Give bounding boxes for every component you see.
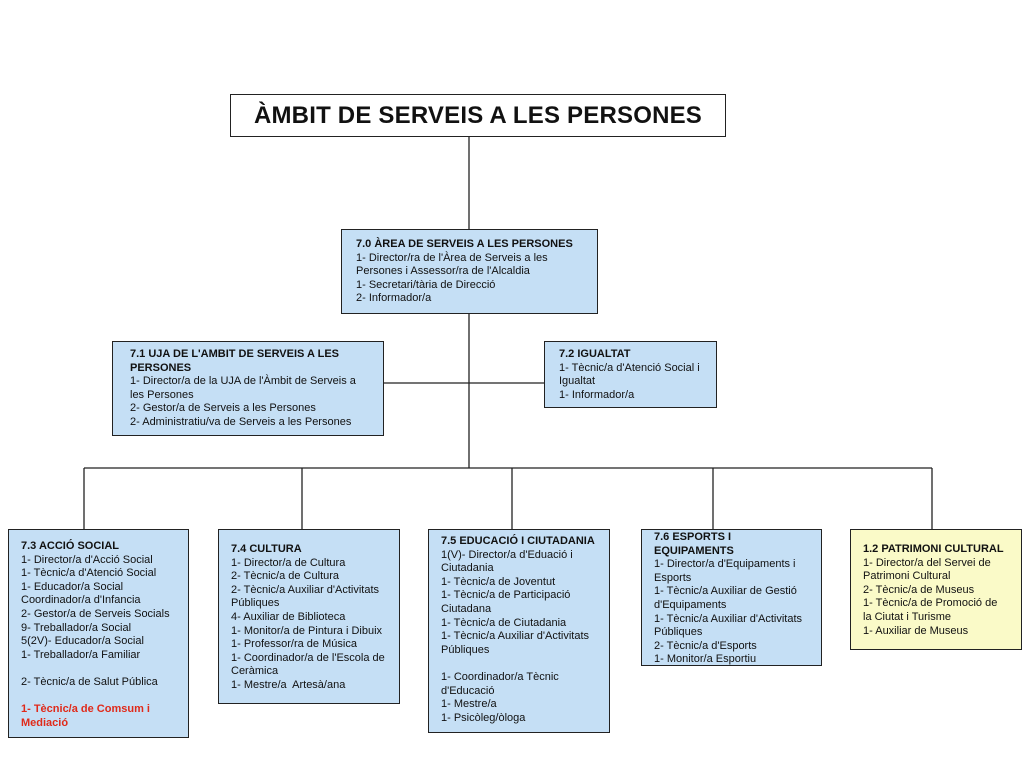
node-line: 1- Educador/a Social — [21, 580, 124, 593]
node-line: 5(2V)- Educador/a Social — [21, 635, 144, 648]
node-line: 1- Mestre/a Artesà/ana — [231, 678, 346, 691]
node-line: Públiques — [441, 643, 490, 656]
node-line: 1- Tècnic/a de Promoció de — [863, 597, 998, 610]
node-heading: 1.2 PATRIMONI CULTURAL — [863, 543, 1004, 555]
node-heading: 7.5 EDUCACIÓ I CIUTADANIA — [441, 535, 595, 547]
node-line: Públiques — [231, 597, 280, 610]
node-line: 2- Tècnic/a de Cultura — [231, 570, 340, 583]
node-line: 1- Informador/a — [559, 388, 635, 401]
node-line: 1- Tècnic/a d'Atenció Social i — [559, 361, 700, 374]
node-line — [21, 690, 182, 704]
node-line: 1- Tècnic/a d'Atenció Social — [21, 567, 157, 580]
node-line: 1- Coordinador/a de l'Escola de — [231, 651, 385, 664]
node-line: 1- Tècnic/a de Joventut — [441, 575, 556, 588]
node-line: 2- Informador/a — [356, 292, 432, 305]
node-line: les Persones — [130, 388, 194, 401]
node-line: 1- Secretari/tària de Direcció — [356, 278, 496, 291]
node-line: 2- Gestor/a de Serveis Socials — [21, 607, 170, 620]
node-line: 2- Tècnic/a de Salut Pública — [21, 675, 158, 688]
node-line: 1- Monitor/a Esportiu — [654, 653, 757, 666]
node-line: Públiques — [654, 626, 703, 639]
node-line: 1- Director/a de la UJA de l'Àmbit de Se… — [130, 375, 356, 388]
node-line: Persones i Assessor/ra de l'Alcaldia — [356, 265, 530, 278]
node-line: Ciutadana — [441, 602, 492, 615]
node-highlight-line: 1- Tècnic/a de Comsum i — [21, 703, 150, 716]
node-line: 1- Tècnic/a Auxiliar d'Activitats — [441, 630, 590, 643]
node-line: d'Equipaments — [654, 598, 727, 611]
chart-title: ÀMBIT DE SERVEIS A LES PERSONES — [230, 94, 726, 137]
node-heading: 7.3 ACCIÓ SOCIAL — [21, 540, 119, 552]
node-line: Coordinador/a d'Infancia — [21, 594, 141, 607]
node-line: d'Educació — [441, 684, 495, 697]
node-line: 1- Auxiliar de Museus — [863, 624, 969, 637]
node-line: 1- Psicòleg/òloga — [441, 711, 526, 724]
node-heading: 7.4 CULTURA — [231, 543, 302, 555]
node-line: 1- Director/a del Servei de — [863, 556, 991, 569]
node-line: Patrimoni Cultural — [863, 570, 951, 583]
node-line: 1- Director/ra de l'Àrea de Serveis a le… — [356, 251, 548, 264]
node-line: 2- Gestor/a de Serveis a les Persones — [130, 402, 316, 415]
node-heading: 7.0 ÀREA DE SERVEIS A LES PERSONES — [356, 238, 573, 250]
node-line: 2- Administratiu/va de Serveis a les Per… — [130, 415, 352, 428]
node-line: 1- Director/a d'Acció Social — [21, 553, 153, 566]
node-line: 2- Tècnic/a de Museus — [863, 583, 975, 596]
node-line: Ceràmica — [231, 665, 279, 678]
node-line: la Ciutat i Turisme — [863, 610, 952, 623]
node-line — [21, 662, 182, 676]
node-line — [441, 657, 603, 671]
node-highlight-line: Mediació — [21, 716, 69, 729]
node-heading: 7.2 IGUALTAT — [559, 348, 631, 360]
node-line: 1- Tècnic/a Auxiliar de Gestió — [654, 585, 797, 598]
node-line: Igualtat — [559, 375, 596, 388]
node-line: 1- Director/a de Cultura — [231, 556, 346, 569]
node-line: 1- Mestre/a — [441, 698, 497, 711]
node-line: 2- Tècnic/a Auxiliar d'Activitats — [231, 583, 380, 596]
node-line: 1- Tècnic/a Auxiliar d'Activitats — [654, 612, 803, 625]
node-heading: 7.6 ESPORTS I EQUIPAMENTS — [654, 531, 734, 557]
node-line: 1(V)- Director/a d'Eduació i — [441, 548, 573, 561]
node-line: 4- Auxiliar de Biblioteca — [231, 610, 346, 623]
node-line: 1- Coordinador/a Tècnic — [441, 670, 559, 683]
node-line: 1- Professor/ra de Música — [231, 638, 357, 651]
node-line: 1- Director/a d'Equipaments i — [654, 558, 796, 571]
node-line: 1- Monitor/a de Pintura i Dibuix — [231, 624, 383, 637]
node-line: 2- Tècnic/a d'Esports — [654, 639, 757, 652]
node-7-1-uja-ambit-serveis: 7.1 UJA DE L'AMBIT DE SERVEIS A LES PERS… — [112, 341, 384, 436]
node-line: Ciutadania — [441, 562, 494, 575]
node-line: 1- Treballador/a Familiar — [21, 648, 141, 661]
node-line: 1- Tècnic/a de Participació — [441, 589, 571, 602]
node-line: Esports — [654, 571, 692, 584]
node-line: 9- Treballador/a Social — [21, 621, 132, 634]
node-line: 1- Tècnic/a de Ciutadania — [441, 616, 567, 629]
node-heading: 7.1 UJA DE L'AMBIT DE SERVEIS A LES PERS… — [130, 348, 340, 374]
